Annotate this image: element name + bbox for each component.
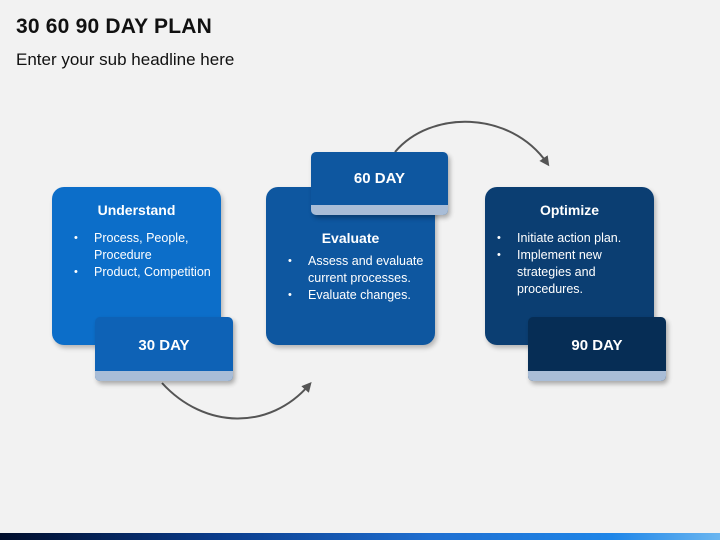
tag-strip: [528, 371, 666, 381]
stage-bullet-list: Assess and evaluate current processes. E…: [284, 253, 429, 304]
list-item: Product, Competition: [70, 264, 215, 281]
page-subtitle: Enter your sub headline here: [16, 50, 235, 69]
list-item: Process, People, Procedure: [70, 230, 215, 264]
page-title: 30 60 90 DAY PLAN: [16, 15, 213, 38]
tag-strip: [311, 205, 448, 215]
tag-label: 60 DAY: [353, 170, 406, 187]
list-item: Initiate action plan.: [493, 230, 651, 247]
stage-card-understand: Understand Process, People, Procedure Pr…: [52, 187, 221, 345]
curved-arrow-icon: [394, 120, 550, 167]
tag-label: 90 DAY: [571, 336, 623, 354]
tag-90-day: 90 DAY: [528, 317, 666, 381]
tag-60-day: 60 DAY: [311, 152, 448, 215]
stage-heading: Evaluate: [321, 230, 380, 246]
tag-30-day: 30 DAY: [95, 317, 233, 381]
list-item: Implement new strategies and procedures.: [493, 247, 651, 298]
list-item: Evaluate changes.: [284, 287, 429, 304]
stage-heading: Optimize: [539, 202, 600, 218]
tag-strip: [95, 371, 233, 381]
footer-gradient-bar: [0, 533, 720, 540]
curved-arrow-icon: [161, 381, 312, 420]
stage-heading: Understand: [97, 202, 176, 218]
tag-label: 30 DAY: [138, 336, 190, 354]
stage-bullet-list: Process, People, Procedure Product, Comp…: [70, 230, 215, 281]
stage-bullet-list: Initiate action plan. Implement new stra…: [493, 230, 651, 298]
list-item: Assess and evaluate current processes.: [284, 253, 429, 287]
